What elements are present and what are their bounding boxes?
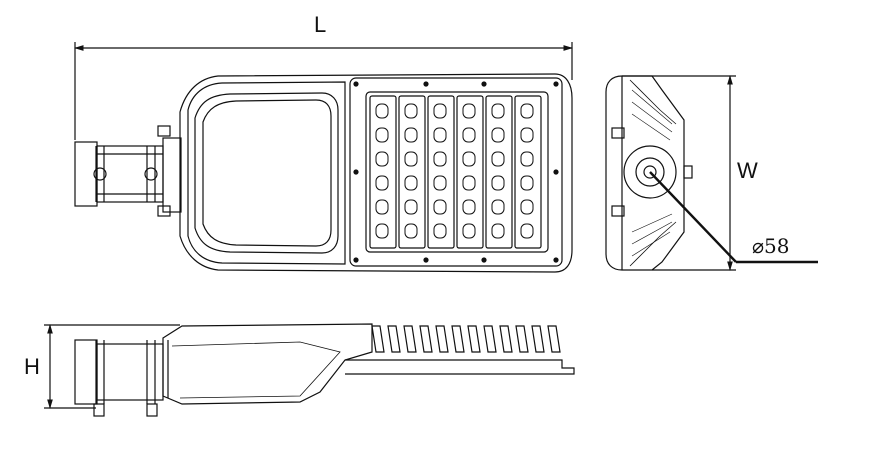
width-label: W xyxy=(737,158,758,183)
side-base-plate xyxy=(345,359,575,375)
side-view xyxy=(44,323,575,417)
driver-cover xyxy=(194,92,339,254)
mounting-pipe xyxy=(74,125,182,217)
diameter-leader xyxy=(649,171,737,263)
frame-screws xyxy=(353,81,559,263)
diameter-label: ⌀58 xyxy=(752,234,790,258)
led-array xyxy=(369,95,542,249)
end-view xyxy=(605,75,818,271)
housing-outline xyxy=(179,73,573,273)
pipe-socket xyxy=(623,145,677,199)
led-module-frame xyxy=(349,77,563,267)
heat-sink-fins xyxy=(371,325,561,353)
led-lenses xyxy=(375,103,534,239)
length-label: L xyxy=(314,12,327,37)
top-view xyxy=(74,42,573,273)
driver-compartment xyxy=(187,81,346,265)
side-housing xyxy=(162,323,373,405)
height-label: H xyxy=(24,354,40,379)
end-view-outline xyxy=(605,75,685,271)
